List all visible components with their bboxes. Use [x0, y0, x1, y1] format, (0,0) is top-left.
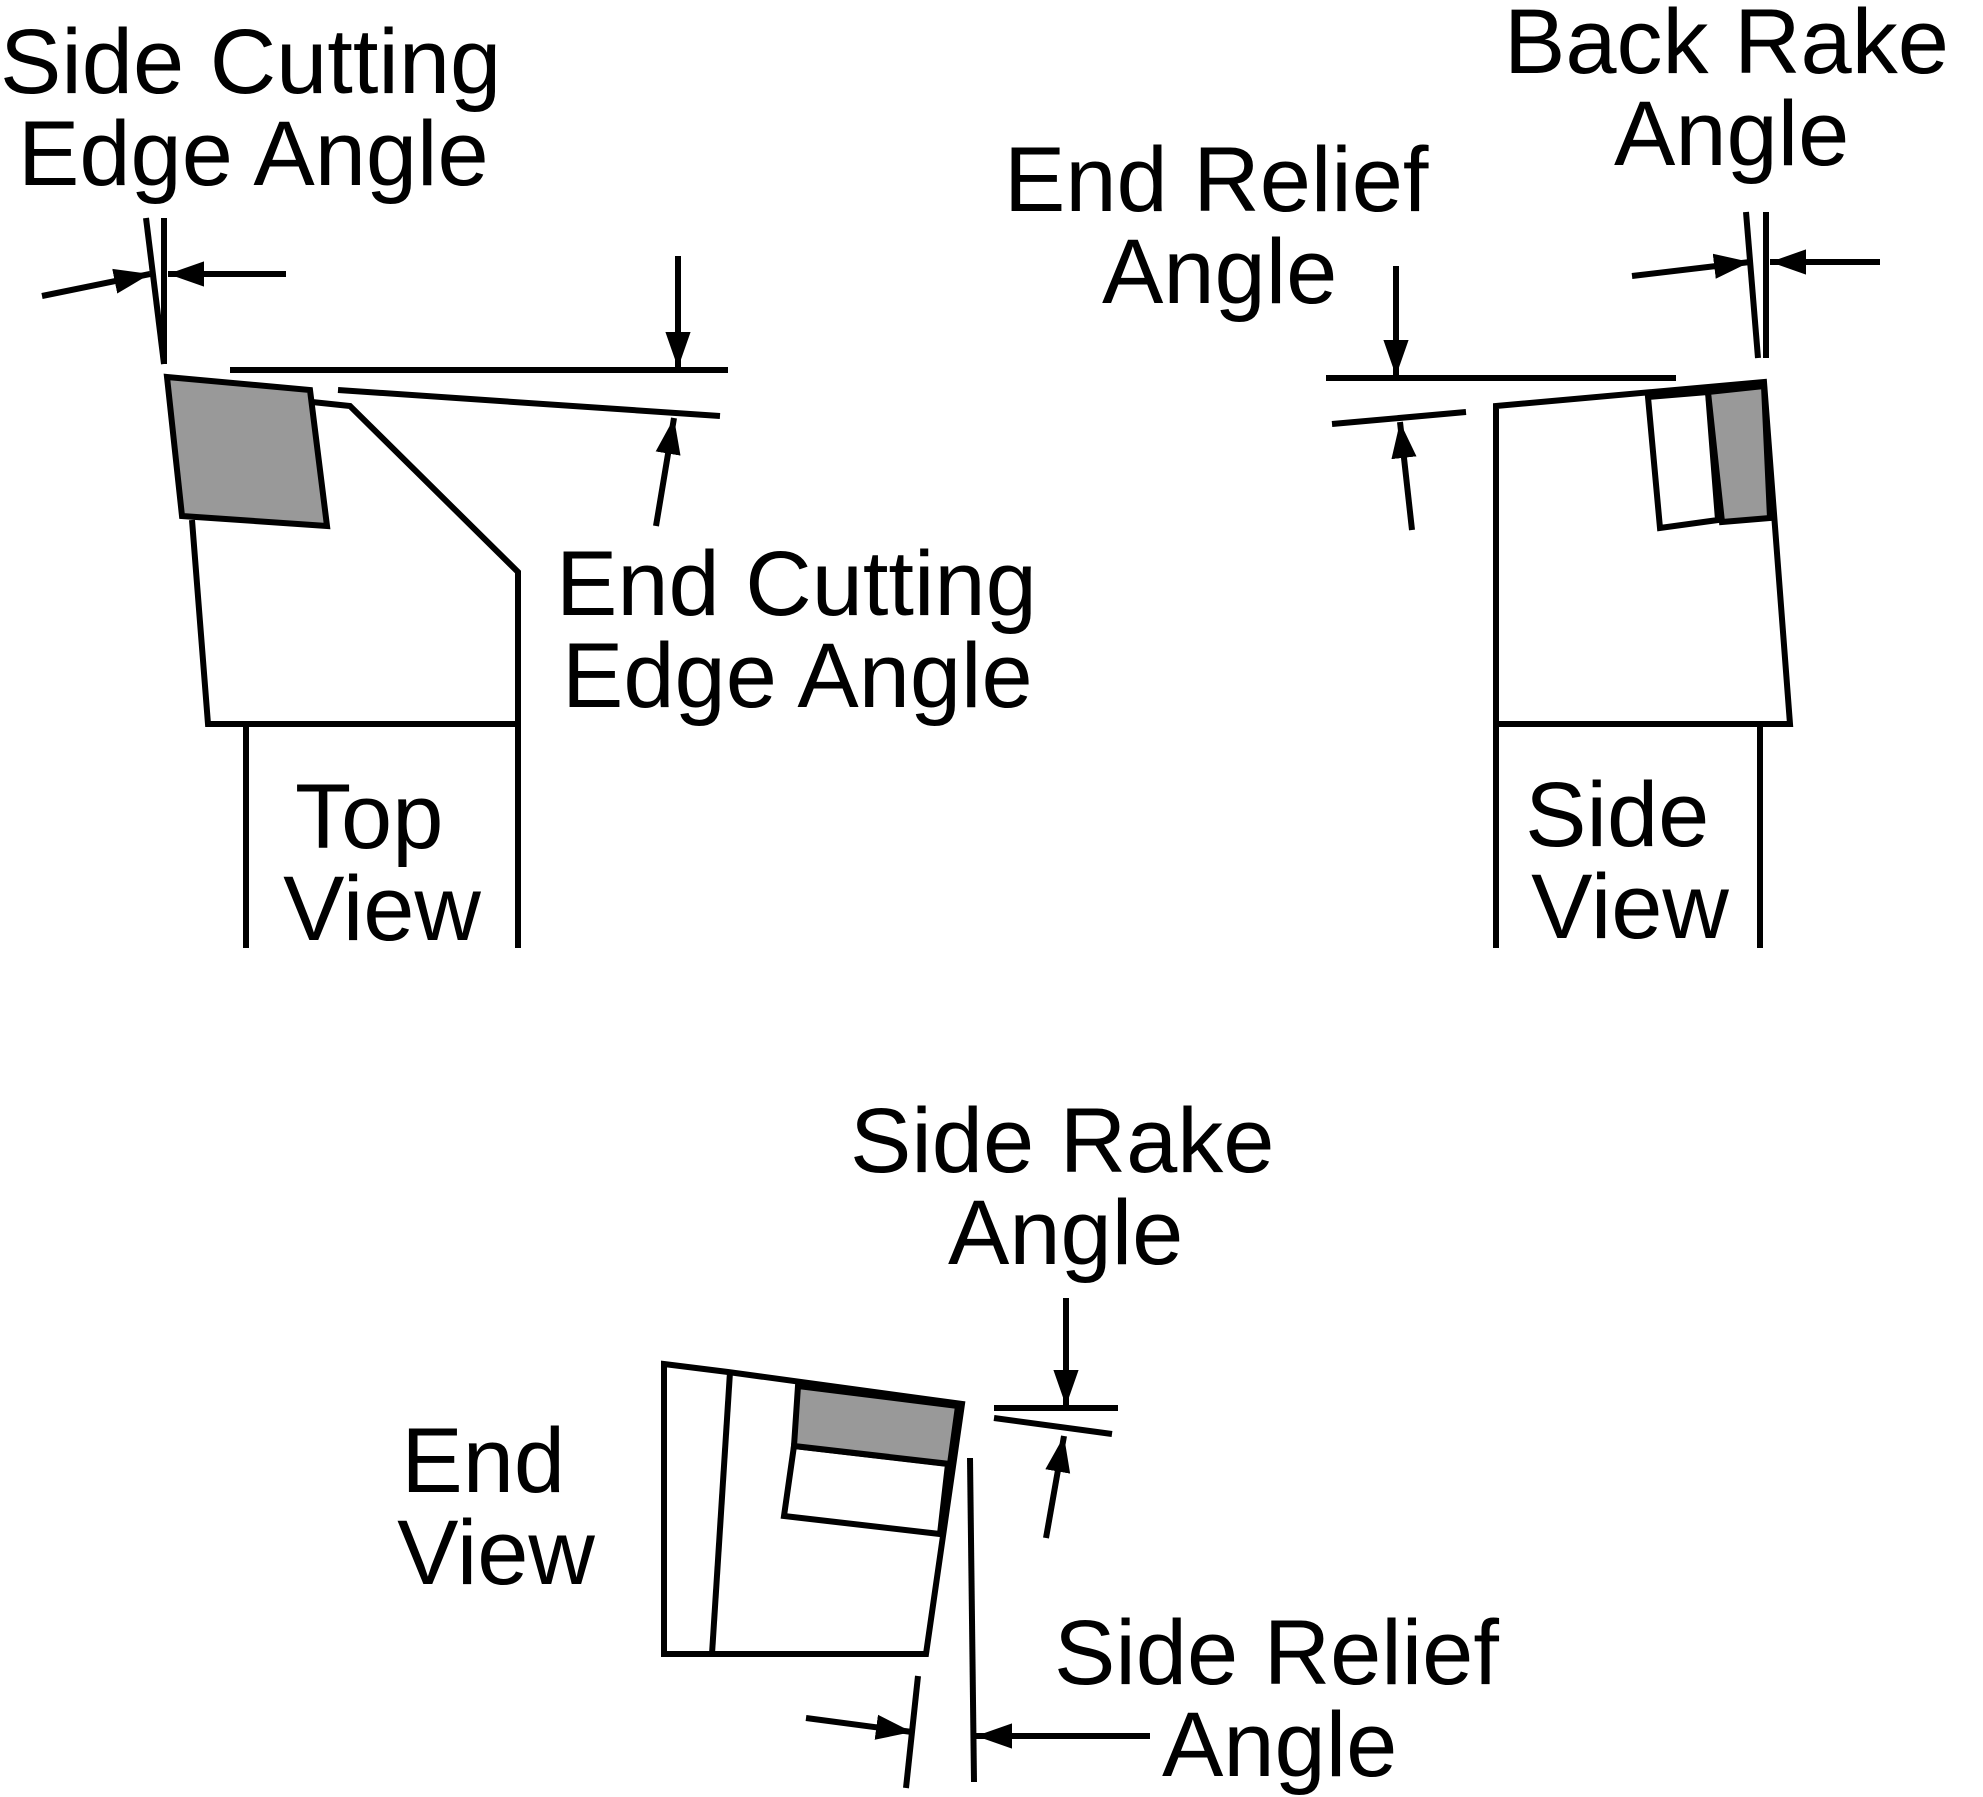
side-view-label: Side View — [1525, 764, 1735, 958]
side-view-body-outline — [1493, 378, 1794, 948]
sr-arrow-up — [1043, 1435, 1071, 1539]
top-view-label: Top View — [283, 766, 481, 960]
side-view-insert — [1704, 382, 1774, 526]
end-view-inner-line — [709, 1371, 733, 1655]
br-arrow-left — [1631, 253, 1751, 279]
side-view-insert-seat — [1644, 388, 1722, 532]
side-cutting-edge-angle-label: Side Cutting Edge Angle — [0, 11, 527, 205]
end-view-insert — [790, 1382, 962, 1468]
end-view-body-outline — [661, 1360, 966, 1657]
er-angled-line — [1331, 409, 1467, 427]
side-view — [1326, 211, 1880, 948]
br-reference-line — [1743, 211, 1761, 359]
end-view-label: End View — [397, 1410, 595, 1604]
end-view — [661, 1298, 1150, 1789]
top-view-insert — [163, 373, 331, 530]
top-view-body-outline — [189, 399, 521, 727]
side-rake-angle-label: Side Rake Angle — [850, 1090, 1300, 1284]
srl-vertical-line — [967, 1457, 977, 1783]
end-relief-angle-label: End Relief Angle — [1004, 129, 1454, 323]
sr-angled-line — [993, 1415, 1113, 1437]
end-cutting-edge-angle-label: End Cutting Edge Angle — [556, 533, 1062, 727]
sce-arrow-left — [41, 268, 151, 299]
er-arrow-up — [1391, 421, 1417, 531]
srl-arrow-left — [805, 1714, 913, 1740]
ece-arrow-up — [653, 417, 681, 527]
back-rake-angle-label: Back Rake Angle — [1504, 0, 1974, 185]
side-relief-angle-label: Side Relief Angle — [1054, 1602, 1524, 1796]
ece-angled-line — [337, 387, 721, 419]
top-view — [41, 217, 728, 948]
